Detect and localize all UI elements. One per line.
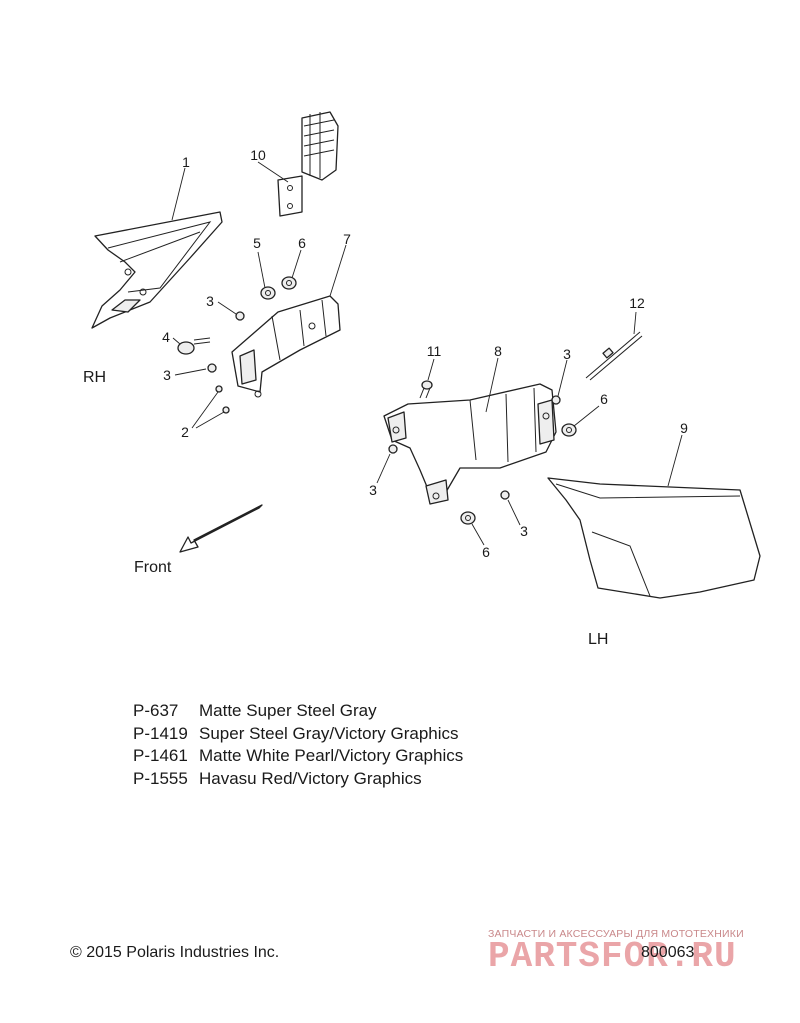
rh-bracket-part	[231, 295, 341, 398]
watermark: ЗАПЧАСТИ И АКСЕССУАРЫ ДЛЯ МОТОТЕХНИКИ PA…	[488, 928, 788, 977]
callout-8: 8	[494, 343, 502, 359]
paint-description: Super Steel Gray/Victory Graphics	[199, 723, 459, 743]
paint-code: P-1419	[133, 723, 188, 743]
callout-10: 10	[250, 147, 266, 163]
callout-3-lh-right: 3	[563, 346, 571, 362]
callout-2: 2	[181, 424, 189, 440]
watermark-tagline: ЗАПЧАСТИ И АКСЕССУАРЫ ДЛЯ МОТОТЕХНИКИ	[488, 928, 744, 940]
paint-description: Havasu Red/Victory Graphics	[199, 768, 422, 788]
callout-labels: 1 2 3 3 3 3 3 4 5 6 6 6 7 8 9 10 11 12	[162, 147, 688, 560]
callout-4: 4	[162, 329, 170, 345]
nut-6-upper-part	[281, 276, 297, 290]
screw-3-lh-left-part	[388, 444, 398, 454]
callout-6-lh-right: 6	[600, 391, 608, 407]
paint-code: P-1555	[133, 768, 188, 788]
copyright-text: © 2015 Polaris Industries Inc.	[70, 944, 280, 961]
callout-1: 1	[182, 154, 190, 170]
callout-12: 12	[629, 295, 645, 311]
screw-3-lh-bottom-part	[500, 490, 510, 500]
paint-code-row: P-1461 Matte White Pearl/Victory Graphics	[133, 745, 463, 768]
paint-description: Matte Super Steel Gray	[199, 701, 377, 720]
callout-7: 7	[343, 231, 351, 247]
watermark-logo: PARTSFOR.RU	[488, 936, 737, 977]
callout-11: 11	[427, 343, 442, 359]
callout-3-rh-lower: 3	[163, 367, 171, 383]
grommet-5-part	[260, 286, 276, 300]
screw-3-lh-right-part	[551, 395, 561, 405]
diagram-number: 800063	[641, 944, 695, 961]
paint-code-list: P-637 Matte Super Steel Gray P-1419 Super …	[133, 700, 463, 790]
paint-description: Matte White Pearl/Victory Graphics	[199, 746, 464, 765]
rh-side-cover-part	[91, 211, 223, 329]
paint-code-row: P-1419 Super Steel Gray/Victory Graphics	[133, 723, 463, 746]
paint-code-row: P-1555 Havasu Red/Victory Graphics	[133, 768, 463, 791]
paint-code: P-637	[133, 701, 179, 720]
lh-bracket-part	[383, 383, 557, 505]
bolt-11-part	[419, 380, 433, 399]
nut-6-lh-right-part	[561, 423, 577, 437]
cable-tie-12-part	[585, 331, 643, 381]
callout-6-upper: 6	[298, 235, 306, 251]
fastener-2-part	[215, 385, 230, 414]
screw-3-rh-upper-part	[235, 311, 245, 321]
callout-5: 5	[253, 235, 261, 251]
callout-3-lh-left: 3	[369, 482, 377, 498]
lh-side-cover-part	[547, 477, 761, 599]
bolt-4-part	[177, 337, 211, 355]
callout-9: 9	[680, 420, 688, 436]
callout-3-rh-upper: 3	[206, 293, 214, 309]
leader-lines	[171, 161, 683, 546]
nut-6-lh-bottom-part	[460, 511, 476, 525]
electrical-module-part	[277, 111, 339, 217]
paint-code-row: P-637 Matte Super Steel Gray	[133, 700, 463, 723]
front-label: Front	[134, 559, 172, 576]
paint-code: P-1461	[133, 746, 188, 765]
lh-label: LH	[588, 631, 608, 648]
rh-label: RH	[83, 369, 106, 386]
screw-3-rh-lower-part	[207, 363, 217, 373]
callout-6-lh-bottom: 6	[482, 544, 490, 560]
front-direction-arrow	[179, 504, 263, 553]
callout-3-lh-bottom: 3	[520, 523, 528, 539]
